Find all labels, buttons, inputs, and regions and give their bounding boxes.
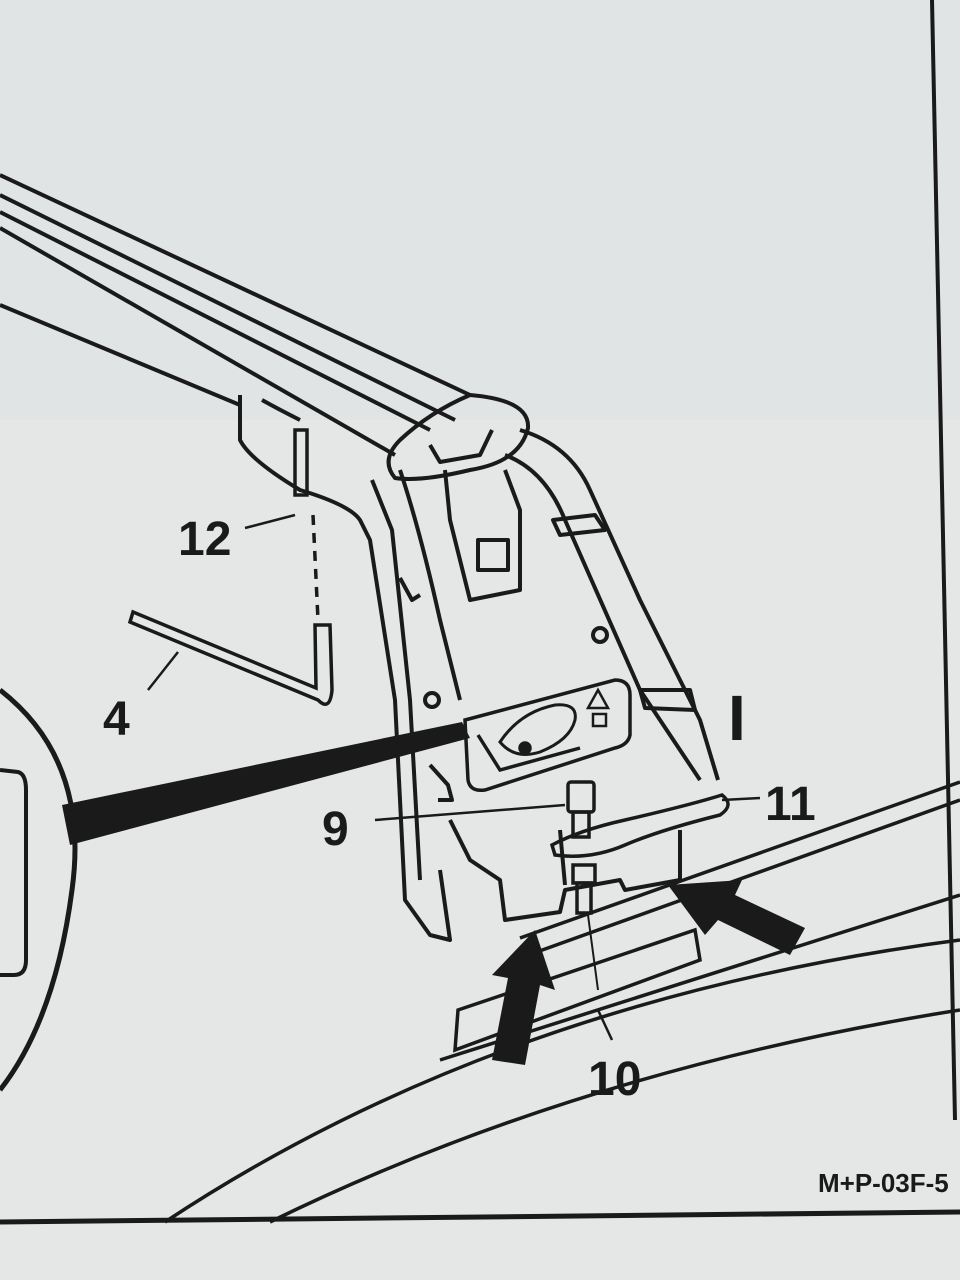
label-10: 10 xyxy=(588,1053,641,1106)
roof-bar-groove-upper xyxy=(0,193,456,422)
tool-parts xyxy=(127,428,334,706)
rail-upper-edge xyxy=(519,780,960,940)
label-4: 4 xyxy=(103,693,130,746)
foot-housing xyxy=(238,395,720,942)
roof-bar xyxy=(0,173,531,481)
clip-tab-middle xyxy=(638,688,697,712)
mounting-hole-left xyxy=(423,691,441,709)
bolt-leader xyxy=(587,914,599,991)
roof-bar-slot xyxy=(428,429,494,464)
info-square-icon xyxy=(591,712,608,728)
label-plate-inner xyxy=(476,734,581,773)
central-column xyxy=(443,469,522,602)
bolt-assembly xyxy=(549,780,730,991)
label-12: 12 xyxy=(178,513,231,566)
detail-circle-edge xyxy=(0,688,78,1092)
label-9: 9 xyxy=(322,803,349,856)
leader-lines xyxy=(147,513,761,1041)
arrow-left xyxy=(668,880,805,955)
clip-tab-lower-left xyxy=(428,763,454,802)
housing-outer-right xyxy=(519,428,720,781)
foot-base xyxy=(448,819,682,922)
bolt-neck xyxy=(571,810,591,839)
bottom-border-line xyxy=(0,1209,960,1225)
car-body-curve-upper xyxy=(164,938,960,1224)
step-marker: I xyxy=(728,682,746,754)
housing-top-lip xyxy=(261,398,301,422)
roof-bar-bottom-edge xyxy=(0,226,396,457)
leader-10 xyxy=(596,1009,614,1041)
right-border-line xyxy=(930,0,957,1121)
rail-channel xyxy=(453,927,702,1053)
clip-tab-upper xyxy=(551,513,607,537)
bolt-thread xyxy=(575,881,593,915)
rail-upper-edge-2 xyxy=(519,798,960,960)
clamp-bracket xyxy=(549,793,730,858)
car-body-curve-lower xyxy=(269,1008,960,1224)
leader-wedge xyxy=(62,722,470,845)
leader-12 xyxy=(244,513,296,530)
leader-9 xyxy=(374,803,566,822)
housing-inner-wall xyxy=(398,469,462,701)
car-roof-line xyxy=(0,303,241,407)
threaded-rod xyxy=(293,428,309,497)
clip-tab-left xyxy=(398,577,422,602)
leader-4 xyxy=(147,651,179,691)
allen-key xyxy=(127,609,334,706)
figure-code: M+P-03F-5 xyxy=(818,1168,949,1198)
mounting-hole-right xyxy=(591,626,609,644)
label-11: 11 xyxy=(765,778,816,831)
housing-inner-left xyxy=(370,479,422,881)
label-plate-outline xyxy=(463,678,632,793)
detail-inner-frame xyxy=(0,768,28,977)
roof-bar-top-edge xyxy=(0,173,471,397)
warning-triangle-icon xyxy=(585,687,611,710)
arrows xyxy=(492,880,805,1065)
column-window xyxy=(476,538,510,572)
detail-callout xyxy=(0,688,470,1092)
car-icon xyxy=(498,703,577,756)
page-border xyxy=(0,0,960,1225)
housing-outer-left xyxy=(238,395,452,942)
paper-shade xyxy=(0,0,960,420)
leader-11 xyxy=(721,796,761,802)
label-plate xyxy=(463,678,632,793)
arrow-up xyxy=(492,930,555,1065)
roof-bar-end-profile xyxy=(386,393,531,481)
roof-bar-groove-lower xyxy=(0,210,431,432)
